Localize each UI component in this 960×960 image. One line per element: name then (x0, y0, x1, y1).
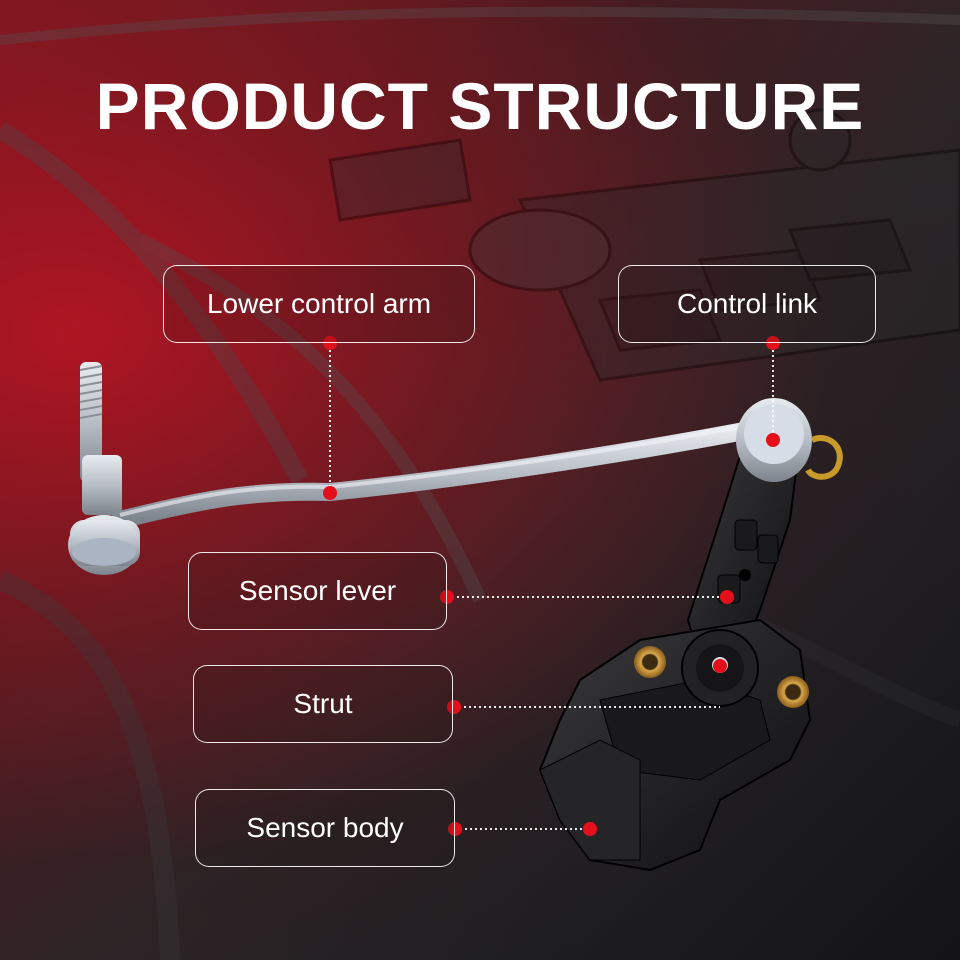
sensor-body-housing (538, 618, 812, 872)
threaded-bolt (79, 362, 122, 515)
label-sensor-body-text: Sensor body (246, 812, 404, 843)
marker-strut-box (447, 700, 461, 714)
label-sensor-body: Sensor body (195, 789, 455, 867)
marker-sensor-body-point (583, 822, 597, 836)
marker-sensor-lever-box (440, 590, 454, 604)
left-ball-joint (68, 515, 140, 575)
label-strut: Strut (193, 665, 453, 743)
label-lower-control-arm-text: Lower control arm (206, 288, 432, 319)
label-control-link: Control link (618, 265, 876, 343)
marker-strut-point (713, 659, 727, 673)
marker-lower-control-arm-top (323, 336, 337, 350)
label-sensor-lever: Sensor lever (188, 552, 447, 630)
label-sensor-lever-text: Sensor lever (238, 575, 397, 606)
connecting-rod (111, 419, 769, 529)
control-link-ball (736, 398, 843, 482)
page-title: PRODUCT STRUCTURE (95, 69, 865, 143)
marker-control-link-top (766, 336, 780, 350)
marker-lower-control-arm-point (323, 486, 337, 500)
label-strut-text: Strut (293, 688, 353, 719)
marker-control-link-point (766, 433, 780, 447)
marker-sensor-body-box (448, 822, 462, 836)
label-control-link-text: Control link (676, 288, 818, 319)
marker-sensor-lever-point (720, 590, 734, 604)
label-lower-control-arm: Lower control arm (163, 265, 475, 343)
